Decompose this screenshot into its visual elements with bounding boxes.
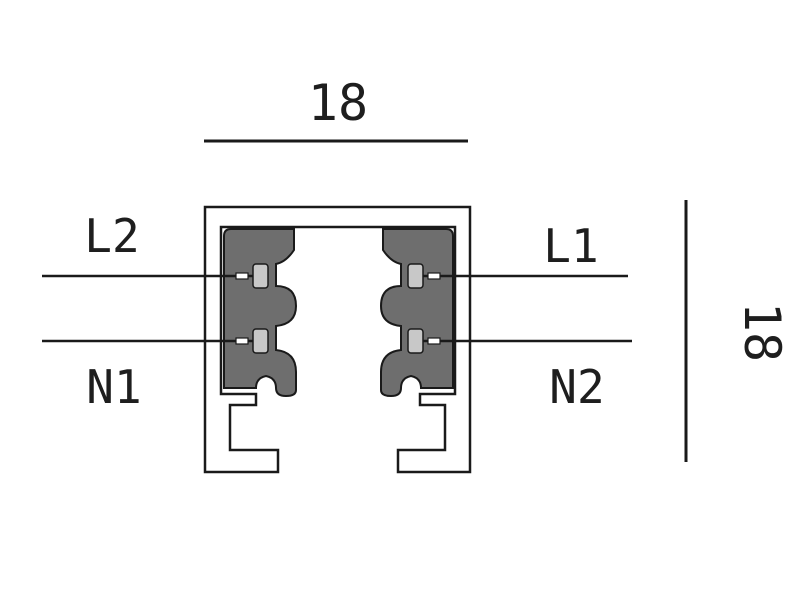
label-l1: L1 xyxy=(543,219,598,273)
contact-l1 xyxy=(407,263,441,289)
contact-l2 xyxy=(235,263,269,289)
right-insulator xyxy=(379,228,454,398)
label-n1: N1 xyxy=(86,360,141,414)
label-n2: N2 xyxy=(549,360,604,414)
left-insulator xyxy=(223,228,298,398)
track-outer-profile xyxy=(203,205,472,474)
width-dimension-label: 18 xyxy=(308,74,368,132)
contact-n1 xyxy=(235,328,269,354)
label-l2: L2 xyxy=(84,209,139,263)
contact-n2 xyxy=(407,328,441,354)
height-dimension-label: 18 xyxy=(733,302,791,362)
